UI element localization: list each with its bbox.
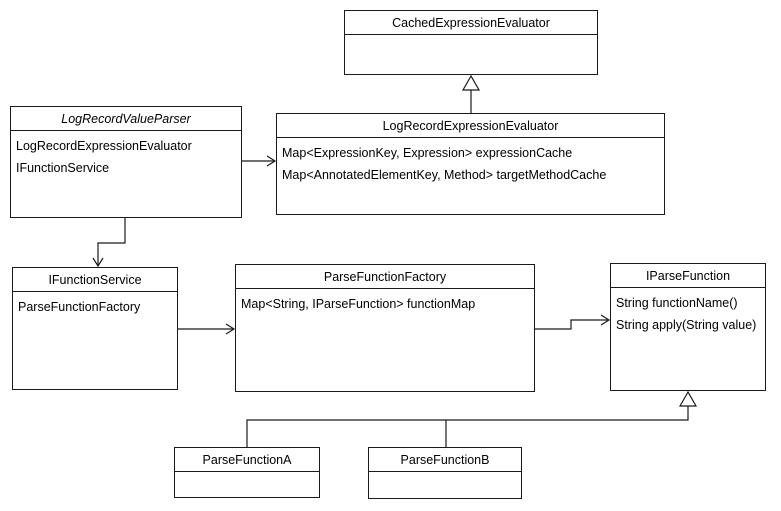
class-title: IParseFunction — [611, 264, 765, 288]
class-title: IFunctionService — [13, 268, 177, 292]
class-member: IFunctionService — [16, 161, 110, 175]
class-members — [369, 472, 521, 476]
arrow-line — [246, 406, 689, 447]
class-title: LogRecordExpressionEvaluator — [277, 114, 664, 138]
class-member: Map<ExpressionKey, Expression> expressio… — [282, 146, 573, 160]
class-title: LogRecordValueParser — [11, 107, 241, 131]
class-members — [175, 472, 319, 476]
class-box-parsefunctionfactory: ParseFunctionFactory Map<String, IParseF… — [235, 264, 535, 392]
class-box-logrecordexpressionevaluator: LogRecordExpressionEvaluator Map<Express… — [276, 113, 665, 215]
association-arrow-factory-to-iparsefunction — [535, 314, 611, 330]
generalization-arrow-lree-to-cached — [461, 74, 481, 113]
class-members — [345, 35, 597, 39]
class-member: String apply(String value) — [616, 318, 757, 332]
class-box-parsefunctiona: ParseFunctionA — [174, 447, 320, 498]
arrow-line — [535, 319, 608, 330]
association-arrow-ifunctionservice-to-factory — [178, 323, 236, 335]
class-box-cachedexpressionevaluator: CachedExpressionEvaluator — [344, 10, 598, 75]
class-members: Map<ExpressionKey, Expression> expressio… — [277, 138, 664, 186]
arrow-line — [97, 218, 126, 265]
class-title: ParseFunctionFactory — [236, 265, 534, 289]
class-member: Map<String, IParseFunction> functionMap — [241, 297, 476, 311]
class-box-iparsefunction: IParseFunction String functionName() Str… — [610, 263, 766, 391]
class-members: ParseFunctionFactory — [13, 292, 177, 318]
class-title: ParseFunctionA — [175, 448, 319, 472]
hollow-triangle-arrowhead — [461, 74, 481, 91]
class-members: String functionName() String apply(Strin… — [611, 288, 765, 336]
class-member: ParseFunctionFactory — [18, 300, 141, 314]
class-box-parsefunctionb: ParseFunctionB — [368, 447, 522, 499]
class-title: ParseFunctionB — [369, 448, 521, 472]
open-arrowhead — [92, 257, 104, 268]
hollow-triangle-arrowhead — [678, 390, 698, 407]
class-box-logrecordvalueparser: LogRecordValueParser LogRecordExpression… — [10, 106, 242, 218]
class-title: CachedExpressionEvaluator — [345, 11, 597, 35]
association-arrow-parser-to-lree — [242, 155, 277, 167]
open-arrowhead — [600, 314, 611, 326]
class-members: LogRecordExpressionEvaluator IFunctionSe… — [11, 131, 241, 179]
class-members: Map<String, IParseFunction> functionMap — [236, 289, 534, 315]
class-member: Map<AnnotatedElementKey, Method> targetM… — [282, 168, 607, 182]
class-member: String functionName() — [616, 296, 738, 310]
class-box-ifunctionservice: IFunctionService ParseFunctionFactory — [12, 267, 178, 390]
open-arrowhead — [266, 155, 277, 167]
generalization-arrow-parsefunctions-to-iparsefunction — [246, 390, 698, 447]
open-arrowhead — [225, 323, 236, 335]
association-arrow-parser-to-ifunctionservice — [92, 218, 126, 268]
class-member: LogRecordExpressionEvaluator — [16, 139, 192, 153]
